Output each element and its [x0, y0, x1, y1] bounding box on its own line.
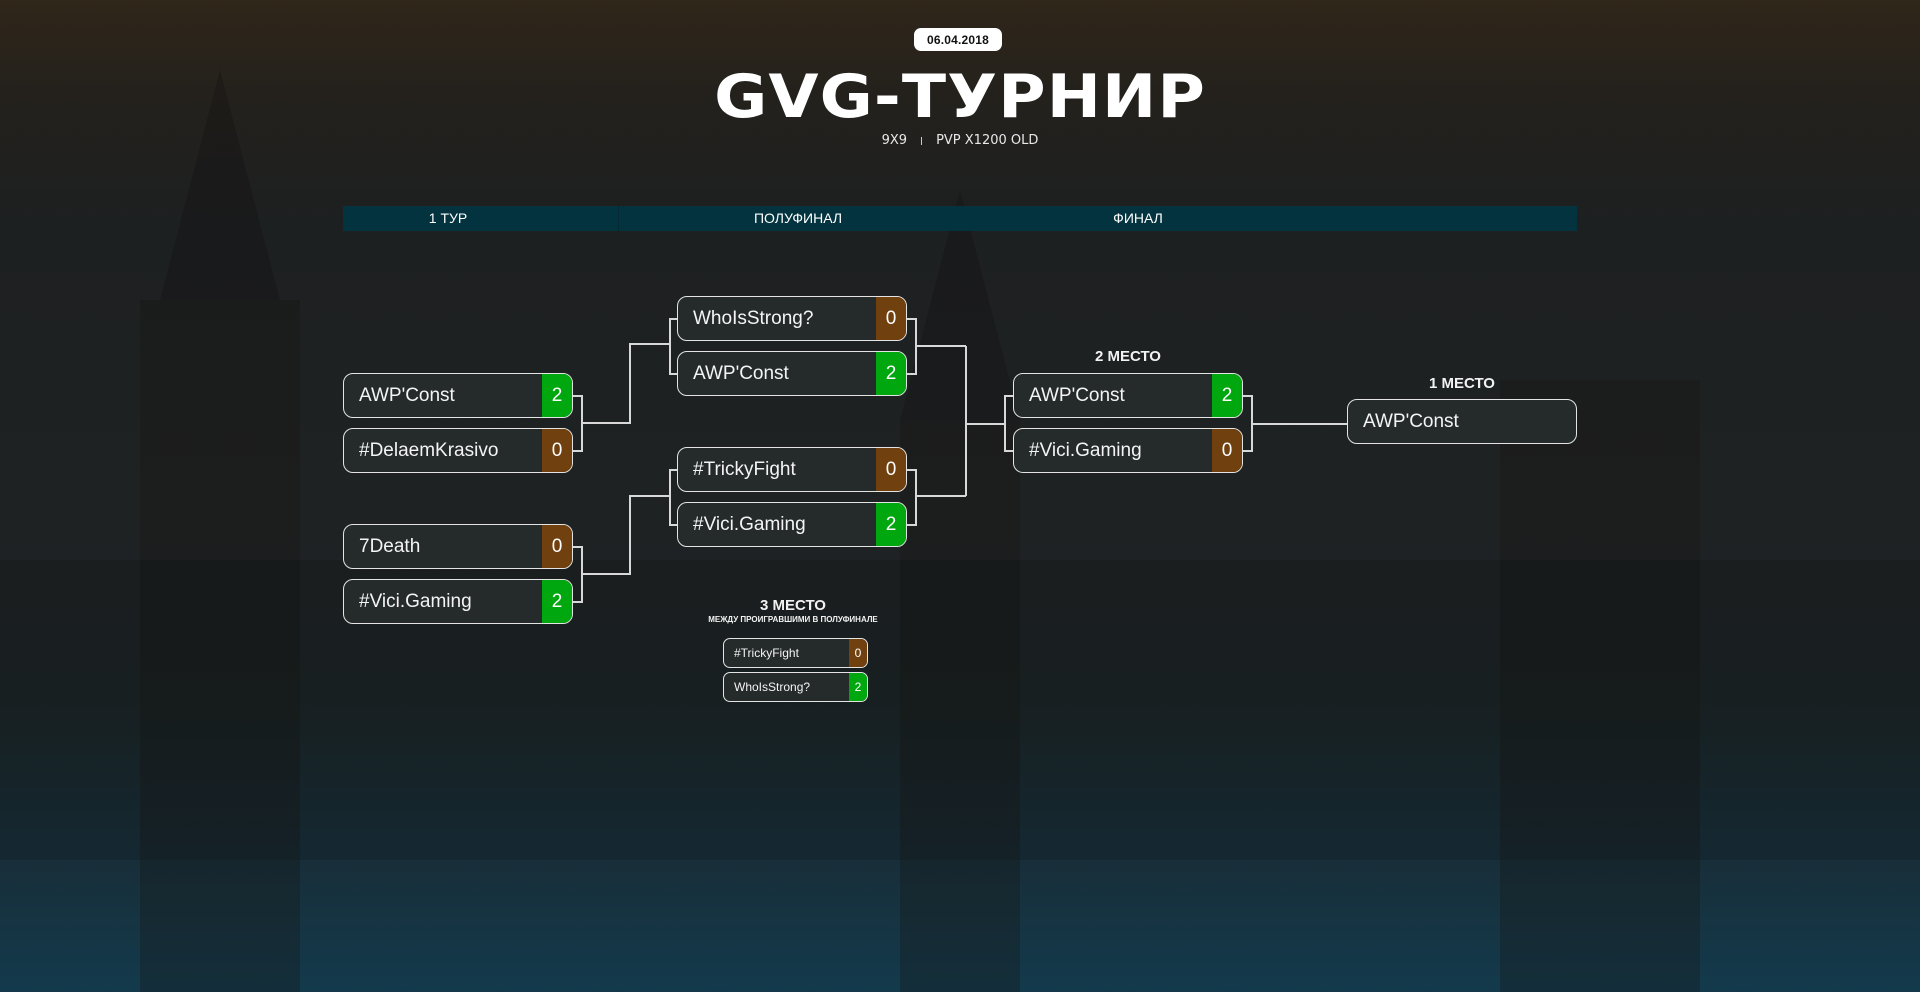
date-badge: 06.04.2018 — [914, 28, 1002, 51]
sf-m2-team2[interactable]: #Vici.Gaming 2 — [677, 502, 907, 547]
team-score: 2 — [542, 580, 572, 623]
team-name: 7Death — [359, 536, 421, 557]
team-score: 0 — [1212, 429, 1242, 472]
team-name: #DelaemKrasivo — [359, 440, 499, 461]
connector-sf-m2-left — [669, 469, 677, 526]
team-name: #Vici.Gaming — [1029, 440, 1142, 461]
background-castle-spire-left — [160, 70, 280, 300]
team-score: 0 — [876, 448, 906, 491]
team-name: #Vici.Gaming — [359, 591, 472, 612]
separator — [921, 136, 923, 145]
winner-card[interactable]: AWP'Const — [1347, 399, 1577, 444]
third-place-label: 3 МЕСТО — [760, 597, 826, 614]
team-score: 2 — [876, 352, 906, 395]
connector-r1-m1 — [573, 343, 670, 452]
r1-m1-team2[interactable]: #DelaemKrasivo 0 — [343, 428, 573, 473]
team-score: 0 — [849, 639, 867, 667]
team-score: 2 — [849, 673, 867, 701]
second-place-label: 2 МЕСТО — [1095, 348, 1161, 365]
server-label: PVP X1200 OLD — [936, 133, 1039, 148]
sf-m2-team1[interactable]: #TrickyFight 0 — [677, 447, 907, 492]
team-score: 0 — [876, 297, 906, 340]
final-team1[interactable]: AWP'Const 2 — [1013, 373, 1243, 418]
team-name: WhoIsStrong? — [693, 308, 814, 329]
sf-m1-team2[interactable]: AWP'Const 2 — [677, 351, 907, 396]
winner-name: AWP'Const — [1363, 411, 1459, 432]
third-place-sublabel: МЕЖДУ ПРОИГРАВШИМИ В ПОЛУФИНАЛЕ — [708, 615, 878, 624]
team-name: AWP'Const — [693, 363, 789, 384]
team-name: #TrickyFight — [693, 459, 796, 480]
team-name: #Vici.Gaming — [693, 514, 806, 535]
r1-m2-team1[interactable]: 7Death 0 — [343, 524, 573, 569]
team-score: 0 — [542, 429, 572, 472]
rounds-header-bar: 1 ТУР ПОЛУФИНАЛ ФИНАЛ — [343, 206, 1577, 231]
background-castle-tower-right — [1500, 380, 1700, 992]
team-score: 2 — [876, 503, 906, 546]
third-place-team1[interactable]: #TrickyFight 0 — [723, 638, 868, 668]
team-name: #TrickyFight — [734, 646, 799, 660]
team-name: AWP'Const — [1029, 385, 1125, 406]
final-team2[interactable]: #Vici.Gaming 0 — [1013, 428, 1243, 473]
round-label-final: ФИНАЛ — [1113, 210, 1163, 226]
connector-sf-m1-left — [669, 318, 677, 375]
round-label-1: 1 ТУР — [428, 210, 468, 226]
team-score: 0 — [542, 525, 572, 568]
team-score: 2 — [542, 374, 572, 417]
connector-final-to-winner — [1243, 395, 1347, 452]
r1-m1-team1[interactable]: AWP'Const 2 — [343, 373, 573, 418]
sf-m1-team1[interactable]: WhoIsStrong? 0 — [677, 296, 907, 341]
subtitle: 9X9 PVP X1200 OLD — [0, 133, 1920, 148]
background-castle-wall — [0, 560, 1920, 860]
round-label-semifinal: ПОЛУФИНАЛ — [753, 210, 843, 226]
background-castle-tower-left — [140, 300, 300, 992]
format-label: 9X9 — [881, 133, 908, 148]
third-place-team2[interactable]: WhoIsStrong? 2 — [723, 672, 868, 702]
page-title: GVG-ТУРНИР — [714, 62, 1206, 132]
team-score: 2 — [1212, 374, 1242, 417]
first-place-label: 1 МЕСТО — [1429, 375, 1495, 392]
round-divider — [618, 206, 619, 231]
team-name: WhoIsStrong? — [734, 680, 811, 694]
team-name: AWP'Const — [359, 385, 455, 406]
r1-m2-team2[interactable]: #Vici.Gaming 2 — [343, 579, 573, 624]
